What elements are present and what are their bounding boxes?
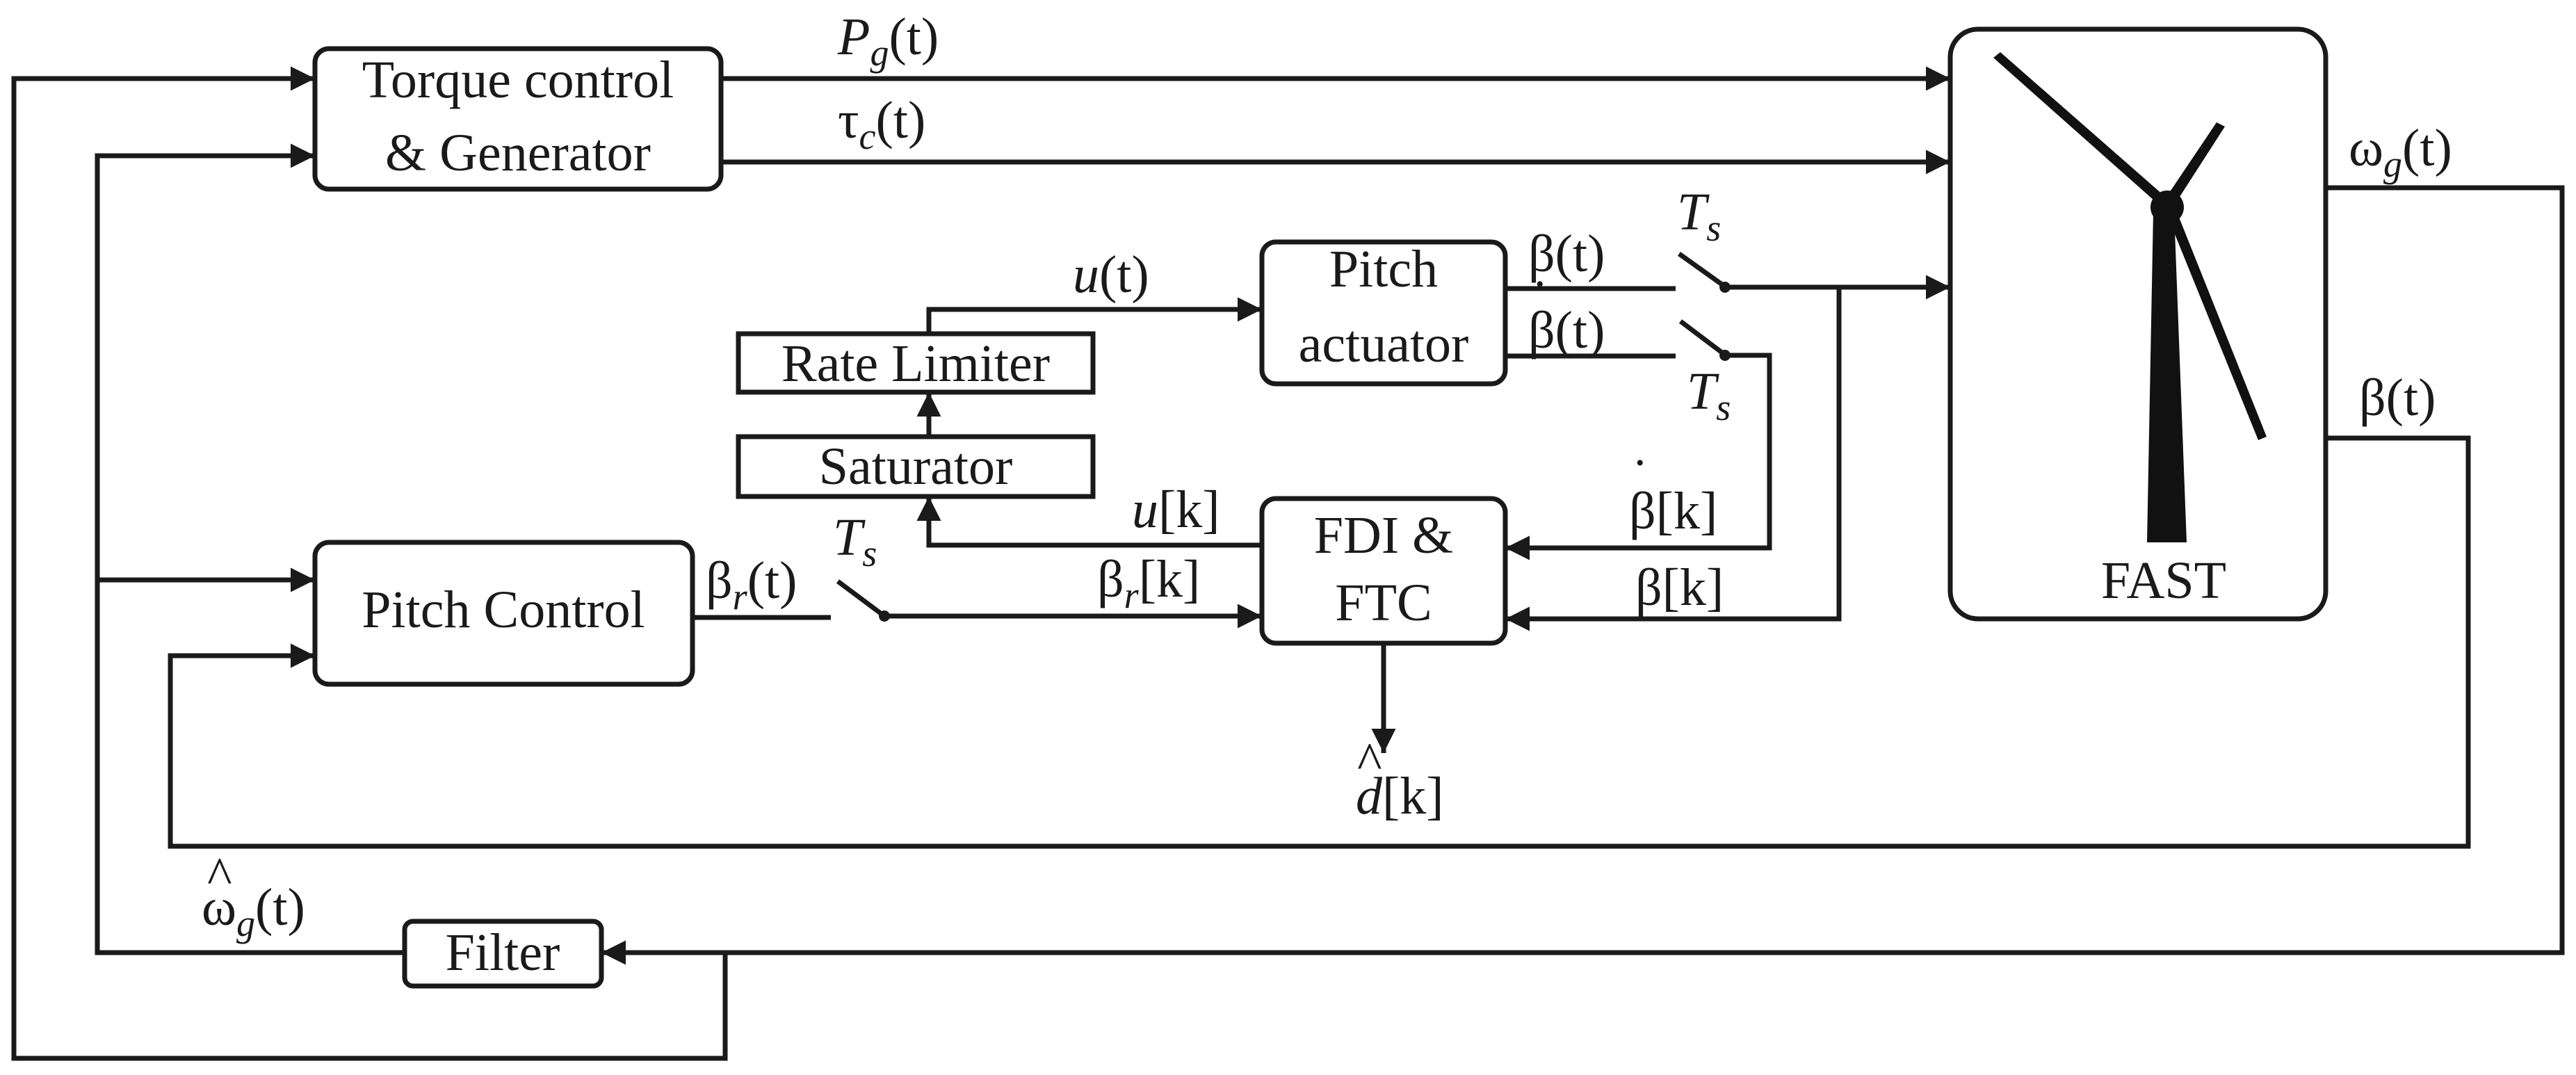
pitch-actuator-block: Pitch actuator <box>1259 239 1508 387</box>
label-beta-t: β(t) <box>1528 225 1605 283</box>
wire-omega-raw <box>11 66 728 1061</box>
torque-label-line1: Torque control <box>362 51 674 109</box>
label-beta-dot-k-dot: ˙ <box>1631 448 1649 507</box>
label-omega-hat-g: ωg(t) <box>202 878 305 944</box>
label-ts-beta: Ts <box>1677 183 1721 249</box>
label-beta-out: β(t) <box>2359 369 2436 427</box>
pitch-actuator-line2: actuator <box>1299 315 1469 373</box>
label-tau-c: τc(t) <box>838 91 925 157</box>
fdi-ftc-block: FDI & FTC <box>1259 496 1508 646</box>
pitch-control-block: Pitch Control <box>312 540 695 687</box>
label-beta-r-k: βr[k] <box>1097 550 1200 616</box>
fast-label: FAST <box>2101 551 2226 610</box>
label-beta-dot-t-dot: ˙ <box>1531 270 1548 328</box>
label-omega-hat-g-hat: ^ <box>207 847 232 905</box>
wire-beta-dot-k <box>1505 353 1772 560</box>
label-beta-dot-k: β[k] <box>1629 482 1717 540</box>
wire-u-t <box>926 297 1262 334</box>
filter-block: Filter <box>402 919 604 989</box>
saturator-block: Saturator <box>736 434 1096 499</box>
fdi-label-line2: FTC <box>1335 574 1432 632</box>
sampler-switch-beta-dot <box>1678 319 1725 355</box>
rate-limiter-label: Rate Limiter <box>781 334 1050 393</box>
label-ts-beta-dot: Ts <box>1687 362 1731 428</box>
filter-label: Filter <box>446 923 560 982</box>
torque-control-block: Torque control & Generator <box>312 46 724 192</box>
connections <box>11 66 2565 1061</box>
label-beta-k: β[k] <box>1635 558 1724 617</box>
pitch-control-label: Pitch Control <box>362 581 645 639</box>
label-u-t: u(t) <box>1073 245 1149 304</box>
wire-u-k <box>916 496 1262 548</box>
saturator-label: Saturator <box>819 437 1013 496</box>
fast-block: FAST <box>1947 26 2328 622</box>
label-pg: Pg(t) <box>837 8 939 74</box>
sampler-switch-beta <box>1677 252 1725 287</box>
label-ts-pitch: Ts <box>833 508 877 574</box>
wire-beta-feedback <box>168 435 2471 849</box>
label-d-hat-k-hat: ^ <box>1357 732 1382 791</box>
wind-turbine-icon <box>1993 52 2267 542</box>
label-u-k: u[k] <box>1132 480 1220 539</box>
wire-omega-hat <box>95 143 405 955</box>
wire-omega-g <box>601 185 2565 965</box>
pitch-actuator-line1: Pitch <box>1329 240 1438 298</box>
fdi-label-line1: FDI & <box>1314 506 1454 565</box>
label-beta-dot-t: β(t) <box>1528 301 1605 359</box>
sampler-switch-pitch <box>836 579 884 616</box>
wire-beta-k <box>1505 287 1842 631</box>
torque-label-line2: & Generator <box>385 124 651 182</box>
label-d-hat-k: d[k] <box>1356 767 1444 825</box>
label-beta-r-t: βr(t) <box>706 551 797 617</box>
rate-limiter-block: Rate Limiter <box>736 331 1096 395</box>
label-omega-g: ωg(t) <box>2349 119 2452 185</box>
signal-labels: Pg(t) τc(t) ωg(t) β(t) u(t) β(t) β(t) ˙ … <box>202 8 2452 944</box>
